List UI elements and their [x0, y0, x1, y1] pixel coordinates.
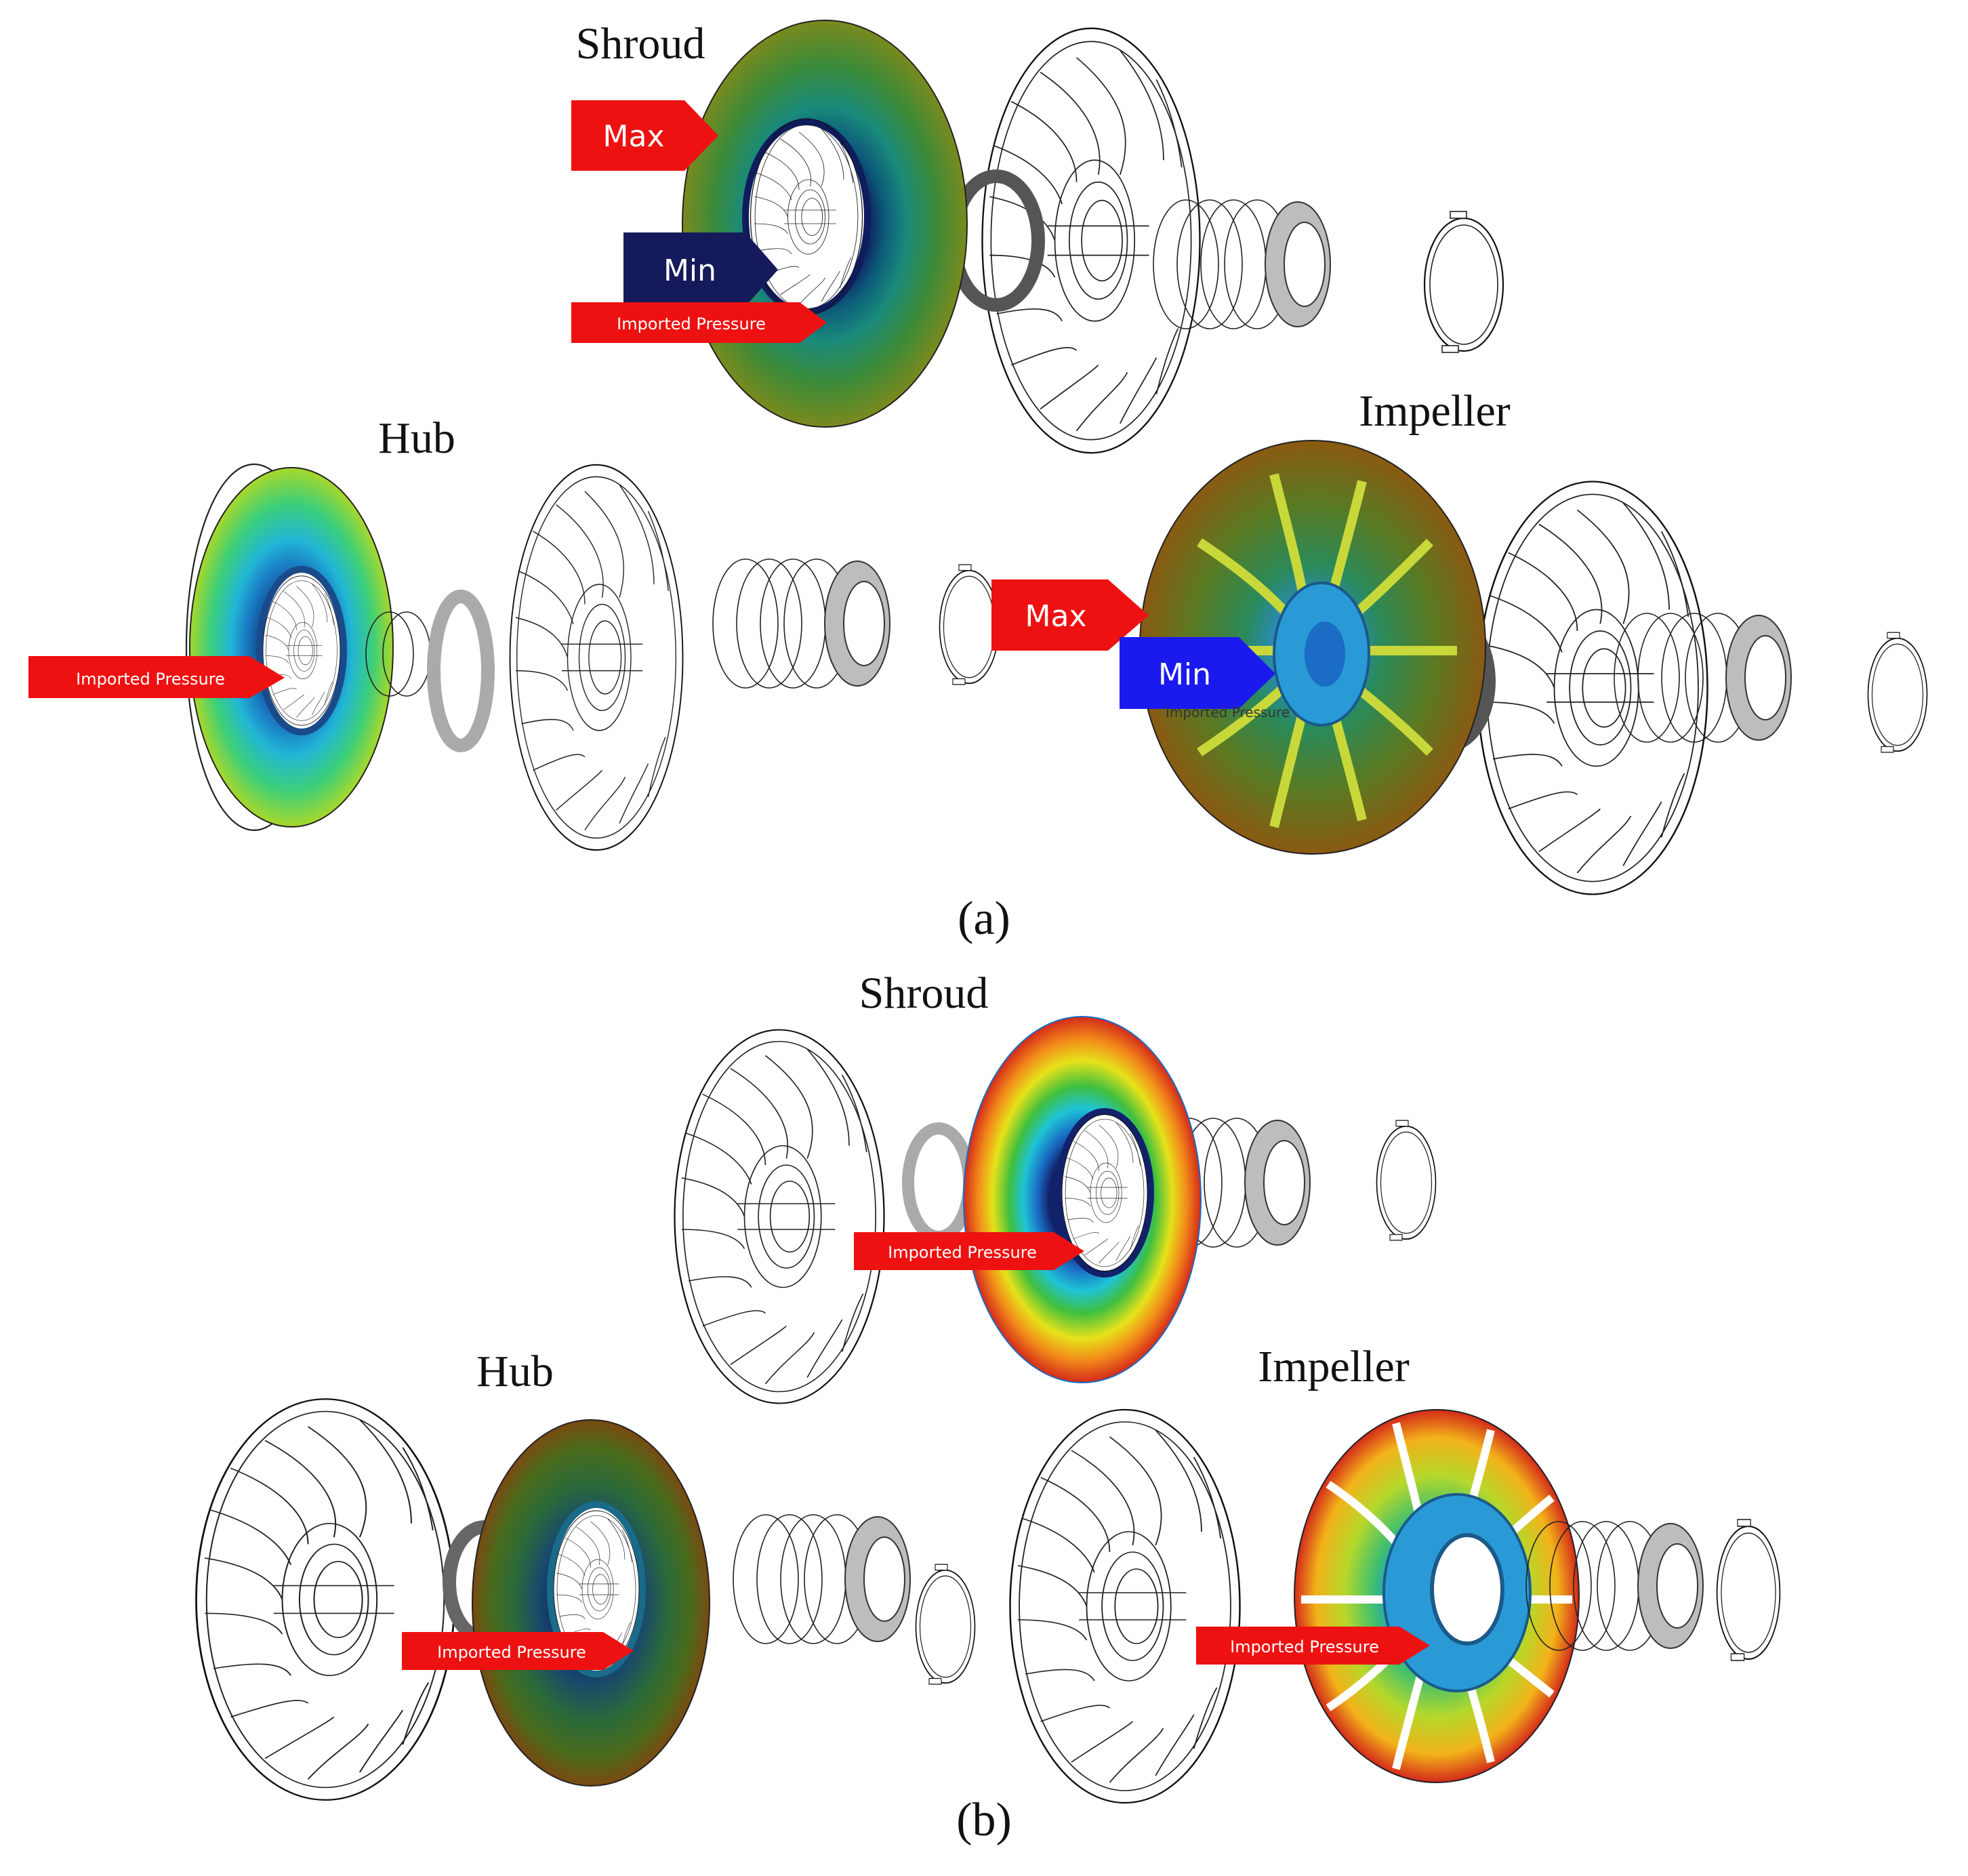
- svg-text:Imported Pressure: Imported Pressure: [76, 670, 225, 689]
- panel-label-a: (a): [958, 893, 1010, 945]
- thrust-washer: [902, 1122, 975, 1243]
- min-pointer-tag: Min: [1120, 637, 1275, 709]
- wireframe-impeller-disc: [674, 1029, 885, 1404]
- snap-ring: [1423, 210, 1504, 354]
- imported-pressure-tag: Imported Pressure: [1196, 1627, 1430, 1665]
- thrust-washer: [427, 590, 495, 752]
- svg-text:Imported Pressure: Imported Pressure: [617, 314, 766, 333]
- imported-pressure-tag: Imported Pressure: [571, 302, 827, 343]
- impeller-assembly-b: Impeller Imported Pressure: [1009, 1342, 1781, 1804]
- impeller-assembly-a: Impeller Max Min Imported Pressure: [991, 386, 1928, 895]
- shroud-contour-disc: [682, 20, 968, 428]
- hub-title: Hub: [378, 413, 455, 463]
- svg-text:Max: Max: [1025, 599, 1087, 634]
- ring-stack: [1153, 199, 1331, 329]
- shroud-title: Shroud: [576, 19, 705, 68]
- shroud-assembly-a: Shroud Max Min Imported Pressure: [571, 19, 1504, 454]
- ring-stack: [733, 1514, 911, 1644]
- min-pointer-tag: Min: [623, 232, 778, 306]
- svg-text:Max: Max: [603, 119, 665, 154]
- wireframe-impeller-disc: [981, 27, 1201, 454]
- panel-a: Shroud Max Min Imported Pressure: [28, 19, 1928, 945]
- impeller-title: Impeller: [1258, 1342, 1410, 1391]
- shroud-assembly-b: Shroud Imported Pressure: [674, 968, 1437, 1404]
- svg-text:Min: Min: [1158, 657, 1211, 692]
- snap-ring: [1376, 1120, 1437, 1241]
- snap-ring: [939, 564, 1000, 685]
- hub-assembly-a: Hub Imported Pressure: [28, 413, 1000, 851]
- wireframe-impeller-disc: [195, 1398, 455, 1801]
- o-ring: [365, 611, 414, 697]
- wireframe-impeller-disc: [509, 464, 684, 851]
- imported-pressure-tag: Imported Pressure: [854, 1232, 1084, 1270]
- svg-text:Imported Pressure: Imported Pressure: [1230, 1637, 1379, 1656]
- svg-text:Imported Pressure: Imported Pressure: [437, 1643, 586, 1662]
- snap-ring: [1716, 1518, 1781, 1662]
- max-pointer-tag: Max: [991, 579, 1149, 651]
- panel-b: Shroud Imported Pressure Hub: [195, 968, 1781, 1846]
- panel-label-b: (b): [956, 1794, 1012, 1846]
- impeller-contour-disc: [1294, 1409, 1580, 1783]
- hub-title: Hub: [476, 1347, 554, 1396]
- shroud-title: Shroud: [859, 968, 989, 1018]
- imported-pressure-tag: Imported Pressure: [1166, 704, 1290, 720]
- wireframe-impeller-disc: [1477, 481, 1708, 895]
- ring-stack: [712, 558, 890, 689]
- svg-text:Imported Pressure: Imported Pressure: [888, 1243, 1037, 1262]
- imported-pressure-tag: Imported Pressure: [402, 1632, 634, 1670]
- shroud-contour-disc: [963, 1016, 1202, 1383]
- impeller-title: Impeller: [1359, 386, 1511, 436]
- snap-ring: [1867, 632, 1928, 753]
- imported-pressure-tag: Imported Pressure: [28, 656, 285, 698]
- max-pointer-tag: Max: [571, 100, 718, 171]
- svg-text:Min: Min: [663, 253, 716, 288]
- hub-assembly-b: Hub Imported Pressure: [195, 1347, 976, 1801]
- snap-ring: [915, 1564, 976, 1685]
- hub-contour-disc: [189, 467, 394, 828]
- wireframe-impeller-disc: [1009, 1408, 1241, 1804]
- hub-contour-disc: [472, 1419, 710, 1787]
